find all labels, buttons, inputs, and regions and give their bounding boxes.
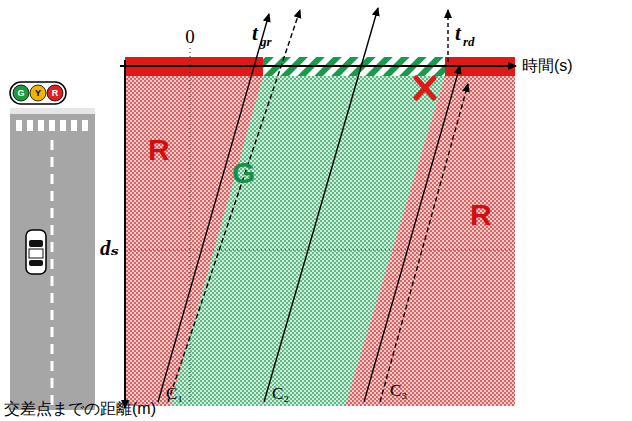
- trajectory-dashed: [380, 84, 468, 402]
- axis-label: 時間(s): [522, 58, 573, 74]
- stop-line: [10, 108, 95, 114]
- crosswalk: [16, 120, 88, 131]
- center-line: [51, 140, 54, 410]
- time-zero-line: [190, 48, 191, 404]
- time-zero-label: 0: [185, 27, 195, 46]
- time-subscript: gr: [260, 35, 272, 48]
- time-subscript: rd: [463, 35, 475, 48]
- time-label: t: [455, 23, 461, 44]
- trajectory: [158, 14, 269, 402]
- trd-arrow: [447, 10, 448, 62]
- distance-axis: [124, 60, 126, 408]
- stop-mark: [416, 78, 434, 98]
- vehicle-label: C₁: [166, 385, 183, 402]
- road: [10, 108, 95, 410]
- trajectory: [364, 66, 460, 402]
- time-axis: [120, 65, 516, 67]
- trajectory: [264, 8, 378, 402]
- lamp-letter: Y: [35, 89, 41, 98]
- lamp-letter: R: [52, 89, 59, 98]
- vehicle-label: C₂: [272, 385, 289, 402]
- green-lamp: [13, 85, 29, 101]
- green-region: [170, 76, 445, 406]
- yellow-lamp: [30, 85, 46, 101]
- lamp-letter: G: [17, 89, 24, 98]
- signal-housing: [10, 82, 66, 104]
- red-lamp: [47, 85, 63, 101]
- trajectory-dashed: [168, 10, 300, 402]
- distance-label: dₛ: [100, 238, 119, 259]
- car: [26, 230, 46, 274]
- region-label: R: [148, 135, 170, 165]
- time-label: t: [252, 23, 258, 44]
- region-label: R: [470, 200, 492, 230]
- ds-line: [125, 250, 512, 251]
- axis-label: 交差点までの距離(m): [4, 401, 156, 417]
- vehicle-label: C₃: [390, 382, 407, 399]
- region-label: G: [232, 158, 255, 188]
